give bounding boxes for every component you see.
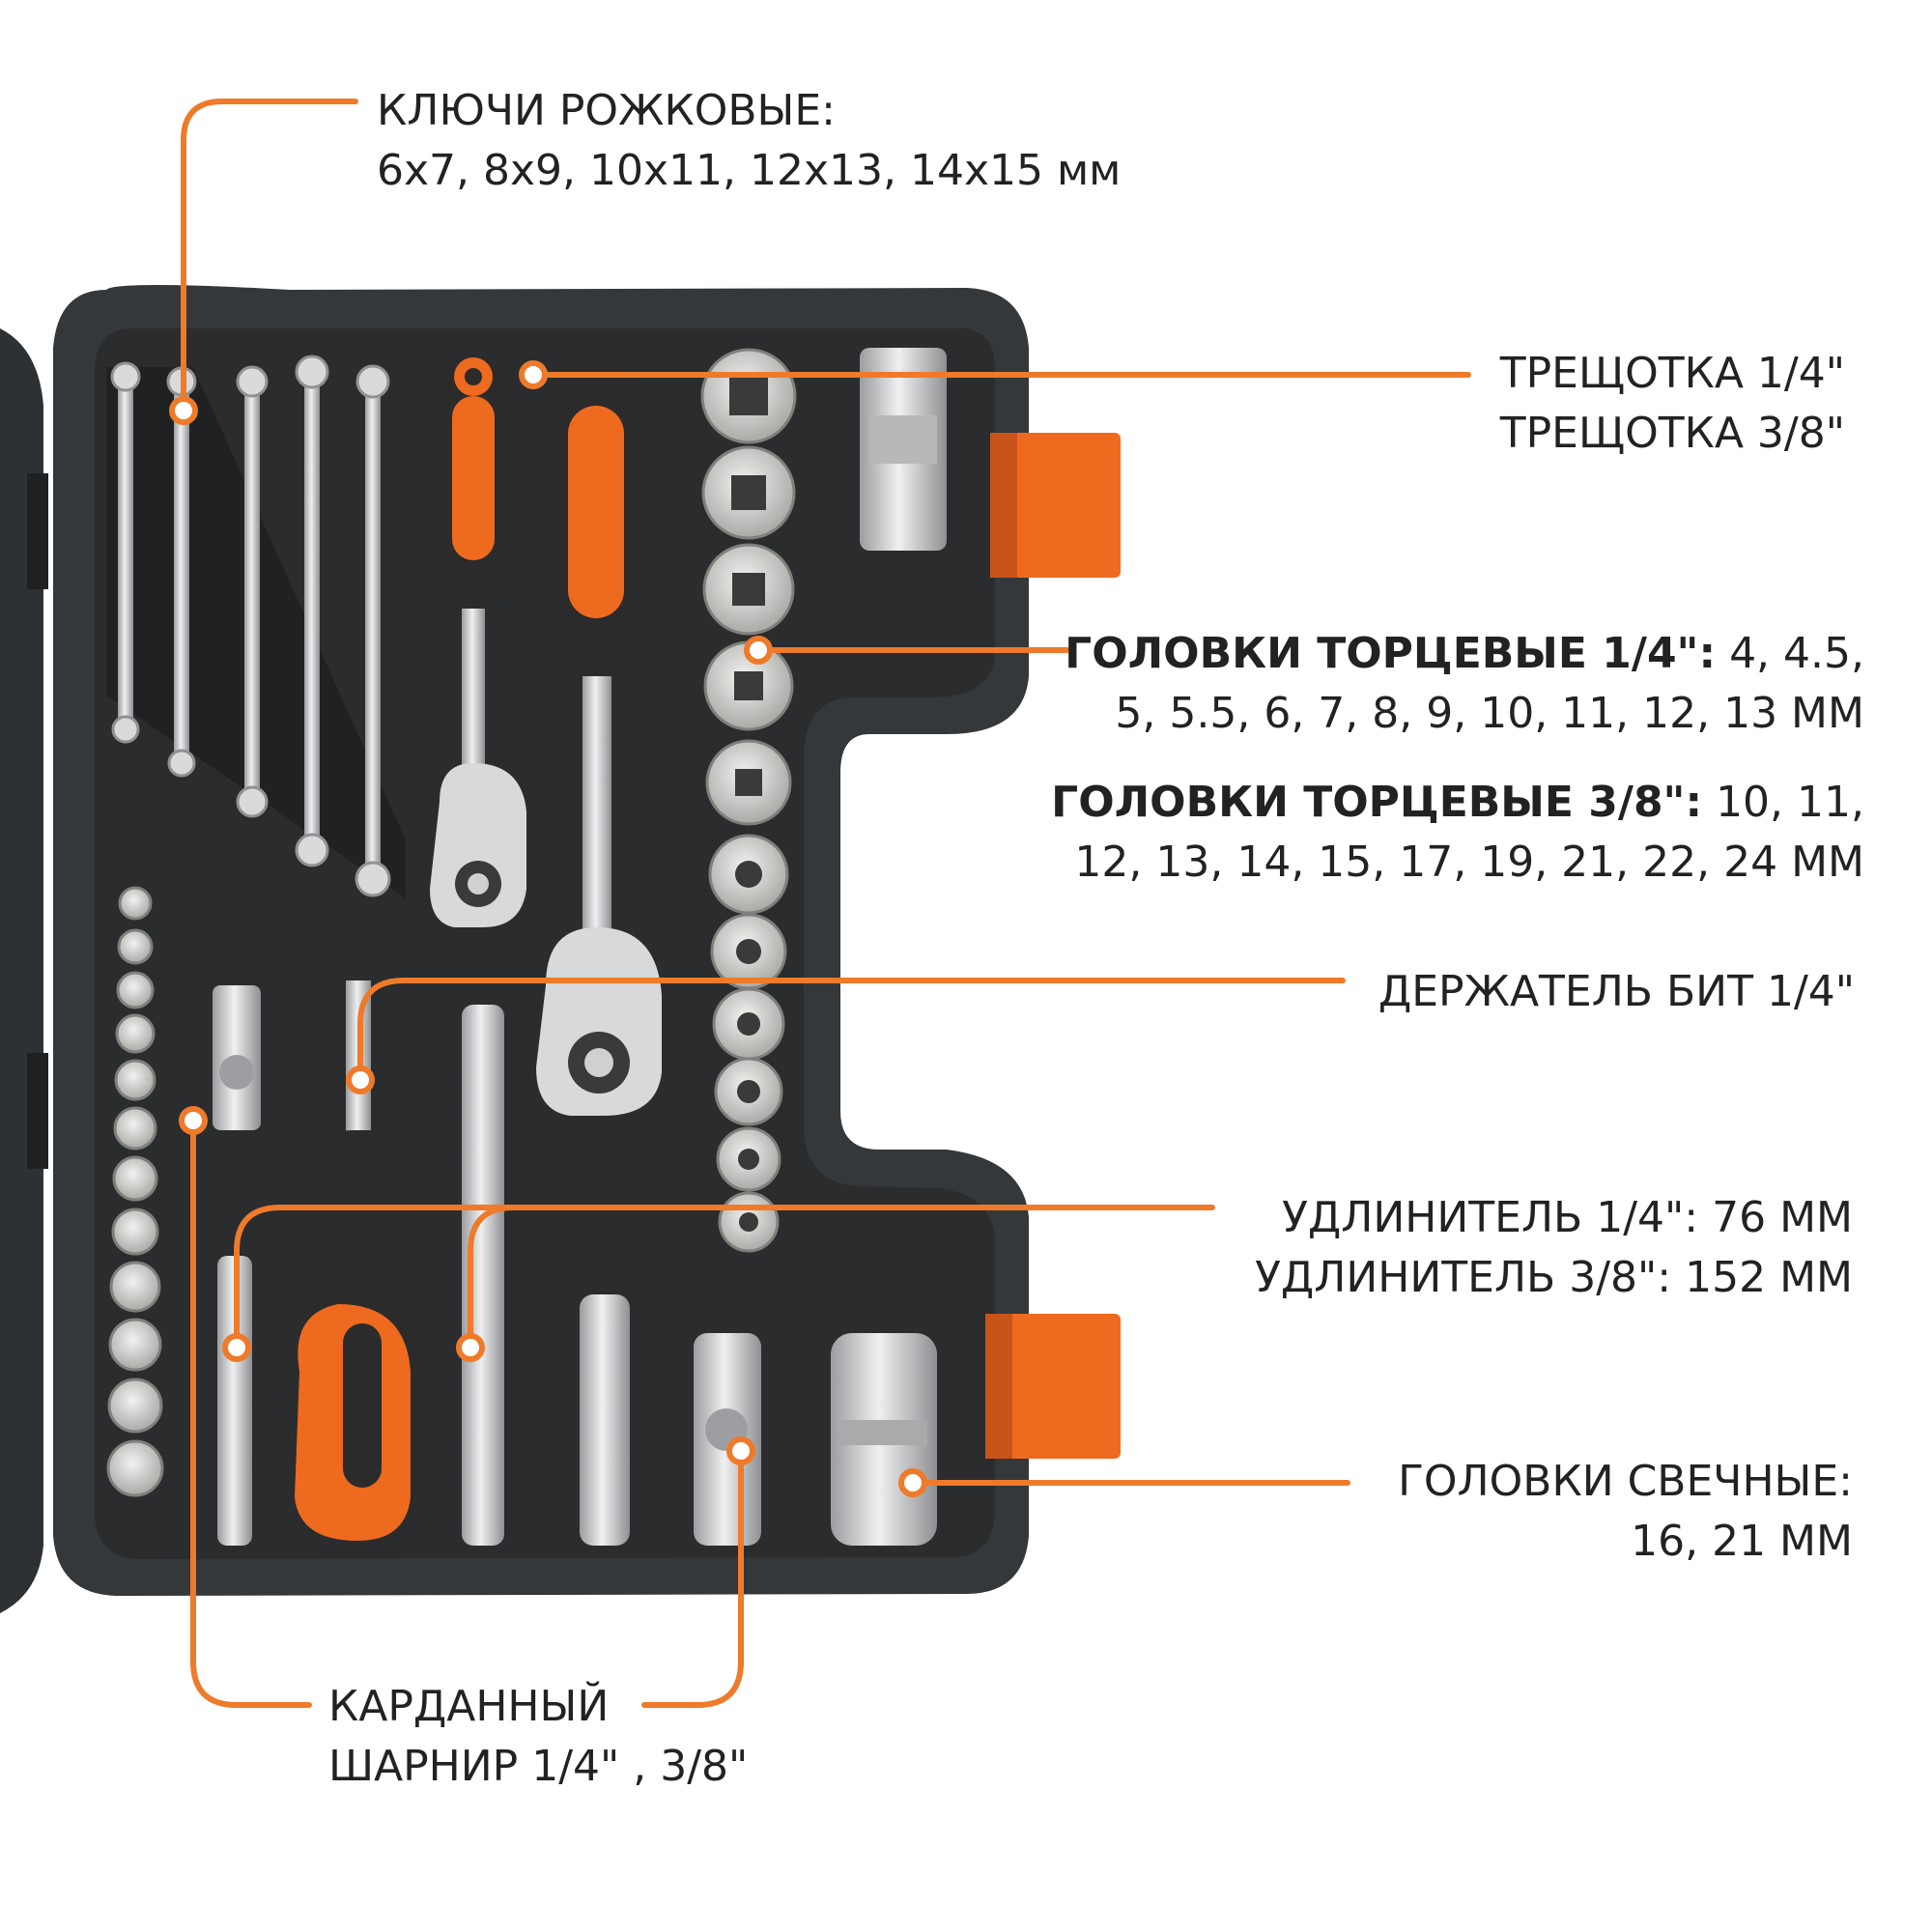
label-universal-joint: КАРДАННЫЙ ШАРНИР 1/4" , 3/8" bbox=[328, 1677, 748, 1797]
label-wrenches-sizes: 6х7, 8х9, 10х11, 12х13, 14х15 мм bbox=[377, 146, 1122, 195]
label-sockets-quarter-sizes-a: 4, 4.5, bbox=[1716, 629, 1864, 678]
wrench bbox=[118, 372, 381, 874]
latch-top bbox=[990, 433, 1121, 578]
label-extensions: УДЛИНИТЕЛЬ 1/4": 76 ММ УДЛИНИТЕЛЬ 3/8": … bbox=[1255, 1188, 1853, 1308]
marker-extension-1-4 bbox=[222, 1333, 251, 1362]
ratchet-small bbox=[430, 353, 526, 927]
hinge-2 bbox=[27, 1053, 48, 1169]
leader-extensions bbox=[234, 1205, 1215, 1350]
marker-extension-3-8 bbox=[456, 1333, 485, 1362]
label-wrenches-title: КЛЮЧИ РОЖКОВЫЕ: bbox=[377, 86, 836, 135]
ratchet-large bbox=[536, 353, 662, 1116]
label-ratchet-line1: ТРЕЩОТКА 1/4" bbox=[1499, 349, 1845, 398]
label-wrenches: КЛЮЧИ РОЖКОВЫЕ: 6х7, 8х9, 10х11, 12х13, … bbox=[377, 81, 1121, 201]
label-spark-plug: ГОЛОВКИ СВЕЧНЫЕ: 16, 21 ММ bbox=[1398, 1452, 1853, 1572]
label-sockets-three-eighths-sizes-b: 12, 13, 14, 15, 17, 19, 21, 22, 24 ММ bbox=[1074, 838, 1864, 887]
label-sockets-three-eighths-title: ГОЛОВКИ ТОРЦЕВЫЕ 3/8": bbox=[1051, 778, 1703, 827]
marker-bit-holder bbox=[346, 1065, 375, 1094]
label-ratchet: ТРЕЩОТКА 1/4" ТРЕЩОТКА 3/8" bbox=[1500, 344, 1845, 464]
label-extensions-line2: УДЛИНИТЕЛЬ 3/8": 152 ММ bbox=[1255, 1253, 1853, 1302]
universal-joint-large bbox=[694, 1333, 761, 1546]
marker-wrenches bbox=[169, 396, 198, 425]
callout-markers bbox=[169, 360, 927, 1497]
extension-1-4 bbox=[217, 1256, 252, 1546]
socket-column-1-4 bbox=[106, 886, 164, 1497]
leader-wrenches bbox=[181, 99, 358, 413]
marker-sockets bbox=[744, 636, 773, 665]
universal-joint-small bbox=[213, 985, 261, 1130]
hinge-1 bbox=[27, 473, 48, 589]
label-sockets-quarter-sizes-b: 5, 5.5, 6, 7, 8, 9, 10, 11, 12, 13 ММ bbox=[1115, 689, 1864, 738]
leader-universal bbox=[190, 1118, 312, 1708]
marker-universal-small bbox=[179, 1106, 208, 1135]
latch-top-shade bbox=[990, 433, 1017, 578]
label-spark-plug-line1: ГОЛОВКИ СВЕЧНЫЕ: bbox=[1398, 1457, 1853, 1506]
label-universal-joint-line2: ШАРНИР 1/4" , 3/8" bbox=[328, 1742, 749, 1791]
adapter-bottom bbox=[580, 1294, 630, 1546]
marker-ratchet bbox=[519, 360, 548, 389]
adapter-top bbox=[860, 348, 947, 551]
leader-bit-holder bbox=[357, 978, 1346, 1083]
extension-3-8 bbox=[462, 1005, 504, 1546]
leader-extensions-b bbox=[468, 1205, 517, 1350]
leader-universal-b bbox=[641, 1448, 744, 1708]
latch-bottom-shade bbox=[985, 1314, 1012, 1459]
label-sockets-three-eighths: ГОЛОВКИ ТОРЦЕВЫЕ 3/8": 10, 11, 12, 13, 1… bbox=[1051, 773, 1864, 893]
latch-bottom bbox=[985, 1314, 1121, 1459]
label-spark-plug-line2: 16, 21 ММ bbox=[1631, 1517, 1853, 1566]
callout-lines bbox=[181, 99, 1471, 1708]
spark-plug-socket bbox=[831, 1333, 937, 1546]
label-sockets-quarter: ГОЛОВКИ ТОРЦЕВЫЕ 1/4": 4, 4.5, 5, 5.5, 6… bbox=[1065, 624, 1864, 744]
case-lid-edge bbox=[0, 328, 43, 1613]
marker-universal-large bbox=[726, 1436, 755, 1465]
label-universal-joint-line1: КАРДАННЫЙ bbox=[328, 1682, 610, 1731]
label-sockets-three-eighths-sizes-a: 10, 11, bbox=[1702, 778, 1864, 827]
label-extensions-line1: УДЛИНИТЕЛЬ 1/4": 76 ММ bbox=[1282, 1193, 1853, 1242]
label-bit-holder: ДЕРЖАТЕЛЬ БИТ 1/4" bbox=[1378, 962, 1855, 1022]
label-sockets-quarter-title: ГОЛОВКИ ТОРЦЕВЫЕ 1/4": bbox=[1065, 629, 1717, 678]
wrench-group bbox=[106, 355, 406, 898]
label-bit-holder-text: ДЕРЖАТЕЛЬ БИТ 1/4" bbox=[1378, 967, 1855, 1016]
label-ratchet-line2: ТРЕЩОТКА 3/8" bbox=[1499, 409, 1845, 458]
marker-spark-plug bbox=[898, 1468, 927, 1497]
